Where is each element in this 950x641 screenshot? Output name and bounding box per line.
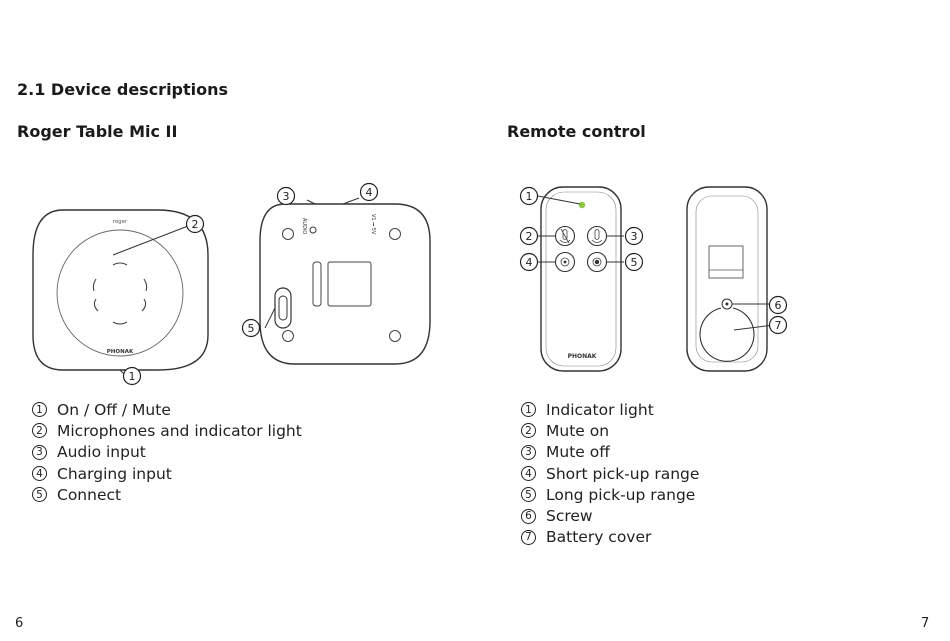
table-mic-bottom-outline bbox=[259, 203, 431, 365]
remote-front-view: PHONAK bbox=[538, 186, 624, 372]
foot-icon bbox=[389, 330, 401, 342]
page-number-left: 6 bbox=[15, 616, 24, 631]
svg-text:4: 4 bbox=[526, 256, 533, 269]
svg-text:1: 1 bbox=[526, 190, 533, 203]
legend-item: 5 Connect bbox=[32, 484, 302, 505]
callout-badge-5: 5 bbox=[241, 318, 261, 338]
legend-label: Short pick-up range bbox=[546, 464, 700, 483]
connect-button-icon bbox=[274, 287, 292, 329]
legend-item: 2 Microphones and indicator light bbox=[32, 420, 302, 441]
callout-badge-1: 1 bbox=[122, 366, 142, 386]
legend-label: Mute off bbox=[546, 443, 610, 462]
svg-text:2: 2 bbox=[192, 218, 199, 231]
remote-back-view bbox=[686, 186, 774, 372]
svg-text:3: 3 bbox=[283, 190, 290, 203]
legend-item: 1 On / Off / Mute bbox=[32, 399, 302, 420]
remote-callout-badge-6: 6 bbox=[768, 295, 788, 315]
legend-number: 3 bbox=[521, 444, 536, 460]
audio-port-label: AUDIO bbox=[301, 218, 307, 234]
legend-number: 2 bbox=[521, 423, 536, 439]
legend-item: 4 Short pick-up range bbox=[521, 463, 699, 484]
speaker-slot bbox=[312, 261, 322, 307]
legend-label: Screw bbox=[546, 507, 593, 526]
microphone-slots-icon bbox=[92, 262, 148, 325]
table-mic-brand-small: roger bbox=[113, 219, 128, 225]
legend-number: 5 bbox=[32, 487, 47, 503]
legend-item: 3 Mute off bbox=[521, 442, 699, 463]
legend-number: 2 bbox=[32, 423, 47, 439]
legend-item: 3 Audio input bbox=[32, 442, 302, 463]
legend-item: 2 Mute on bbox=[521, 420, 699, 441]
svg-text:5: 5 bbox=[248, 322, 255, 335]
legend-number: 4 bbox=[32, 466, 47, 482]
remote-callout-badge-2: 2 bbox=[519, 226, 539, 246]
legend-item: 7 Battery cover bbox=[521, 527, 699, 548]
page-number-right: 7 bbox=[921, 616, 930, 631]
table-mic-legend: 1 On / Off / Mute 2 Microphones and indica… bbox=[32, 399, 302, 505]
legend-number: 1 bbox=[32, 402, 47, 418]
mic-icon bbox=[591, 229, 603, 243]
mic-muted-icon bbox=[559, 228, 571, 244]
battery-cover-icon bbox=[699, 307, 755, 362]
table-mic-brand-logo: PHONAK bbox=[107, 349, 134, 355]
remote-control-legend: 1 Indicator light 2 Mute on 3 Mute off 4 Sho… bbox=[521, 399, 699, 548]
remote-callout-badge-7: 7 bbox=[768, 315, 788, 335]
callout-line-4 bbox=[342, 197, 360, 205]
legend-label: Long pick-up range bbox=[546, 485, 696, 504]
section-heading: 2.1 Device descriptions bbox=[17, 80, 229, 99]
svg-text:2: 2 bbox=[526, 230, 533, 243]
legend-number: 6 bbox=[521, 508, 536, 524]
legend-label: Mute on bbox=[546, 421, 610, 440]
legend-item: 1 Indicator light bbox=[521, 399, 699, 420]
remote-control-title: Remote control bbox=[507, 122, 646, 141]
legend-item: 5 Long pick-up range bbox=[521, 484, 699, 505]
svg-text:1: 1 bbox=[129, 370, 136, 383]
back-label-area bbox=[708, 245, 744, 279]
callout-line-3 bbox=[306, 199, 316, 205]
legend-label: Charging input bbox=[57, 464, 172, 483]
remote-callout-badge-5: 5 bbox=[624, 252, 644, 272]
remote-callout-badge-4: 4 bbox=[519, 252, 539, 272]
label-plate bbox=[327, 261, 372, 307]
legend-label: Audio input bbox=[57, 443, 146, 462]
legend-item: 4 Charging input bbox=[32, 463, 302, 484]
table-mic-inner-ring bbox=[56, 229, 184, 357]
svg-text:5: 5 bbox=[631, 256, 638, 269]
callout-badge-3: 3 bbox=[276, 186, 296, 206]
legend-label: Indicator light bbox=[546, 400, 654, 419]
indicator-light-icon bbox=[578, 201, 586, 209]
legend-item: 6 Screw bbox=[521, 505, 699, 526]
remote-back-outline bbox=[686, 186, 768, 372]
table-mic-body-outline bbox=[32, 209, 209, 371]
legend-label: Connect bbox=[57, 485, 122, 504]
legend-label: On / Off / Mute bbox=[57, 400, 171, 419]
svg-text:6: 6 bbox=[775, 299, 782, 312]
remote-callout-badge-3: 3 bbox=[624, 226, 644, 246]
roger-table-mic-title: Roger Table Mic II bbox=[17, 122, 178, 141]
remote-body-outline bbox=[540, 186, 622, 372]
legend-number: 3 bbox=[32, 444, 47, 460]
legend-label: Battery cover bbox=[546, 528, 652, 547]
remote-brand-logo: PHONAK bbox=[568, 353, 597, 360]
legend-number: 5 bbox=[521, 487, 536, 503]
callout-badge-4: 4 bbox=[359, 182, 379, 202]
foot-icon bbox=[282, 330, 294, 342]
audio-port-icon bbox=[309, 226, 317, 234]
legend-label: Microphones and indicator light bbox=[57, 421, 302, 440]
svg-text:7: 7 bbox=[775, 319, 782, 332]
svg-text:3: 3 bbox=[631, 230, 638, 243]
callout-line-5 bbox=[264, 307, 276, 329]
callout-badge-2: 2 bbox=[185, 214, 205, 234]
svg-text:4: 4 bbox=[366, 186, 373, 199]
callout-line-2 bbox=[112, 225, 189, 256]
foot-icon bbox=[389, 228, 401, 240]
foot-icon bbox=[282, 228, 294, 240]
voltage-label: V1 ⎓ 5V bbox=[370, 214, 376, 235]
remote-callout-badge-1: 1 bbox=[519, 186, 539, 206]
legend-number: 7 bbox=[521, 529, 536, 545]
legend-number: 4 bbox=[521, 466, 536, 482]
table-mic-bottom-view: AUDIO V1 ⎓ 5V bbox=[259, 197, 431, 365]
legend-number: 1 bbox=[521, 402, 536, 418]
